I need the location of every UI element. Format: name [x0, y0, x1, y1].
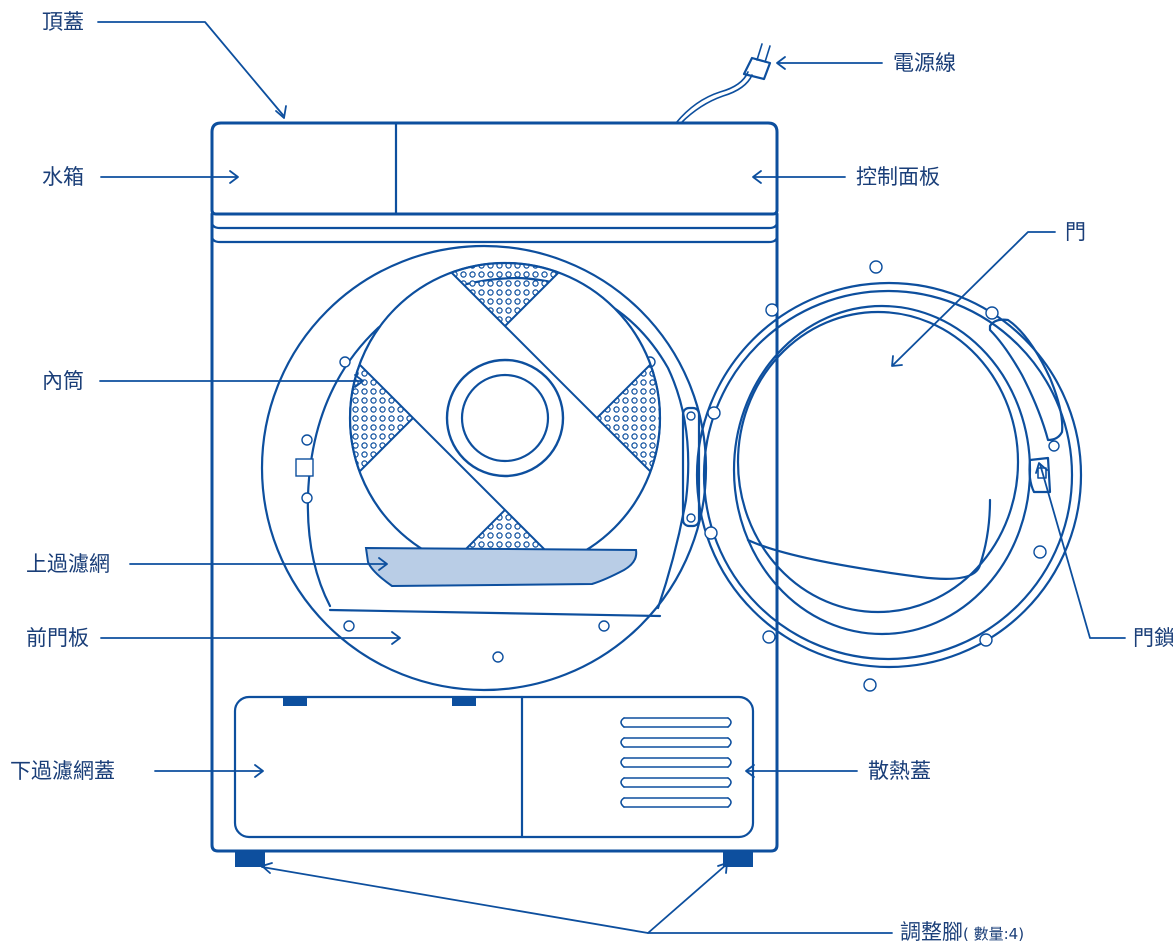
- top-cover: [210, 121, 779, 216]
- power-cord: [675, 43, 772, 124]
- label-drum: 內筒: [42, 369, 84, 393]
- vent-slots: [620, 717, 732, 808]
- label-lower-filter-cover: 下過濾網蓋: [10, 759, 115, 783]
- bottom-covers: [233, 695, 755, 839]
- adjustable-foot-left: [235, 851, 265, 867]
- label-water-tank: 水箱: [42, 165, 84, 189]
- door: [681, 260, 1083, 692]
- label-adjustable-feet: 調整腳( 數量:4): [900, 920, 1024, 946]
- label-door: 門: [1065, 220, 1086, 244]
- panel-line-1: [210, 220, 779, 230]
- leader-lines: [97, 21, 1126, 934]
- panel-line-2: [210, 234, 779, 244]
- dryer-body: [210, 121, 779, 853]
- cabinet: [210, 212, 779, 853]
- label-power-cord: 電源線: [893, 51, 956, 75]
- label-heat-cover: 散熱蓋: [868, 759, 931, 783]
- label-control-panel: 控制面板: [856, 165, 940, 189]
- label-front-panel: 前門板: [26, 626, 89, 650]
- label-top-cover: 頂蓋: [42, 10, 84, 34]
- upper-filter: [364, 546, 638, 588]
- label-door-lock: 門鎖: [1133, 626, 1173, 650]
- label-upper-filter: 上過濾網: [26, 552, 110, 576]
- label-adjustable-feet-count: ( 數量:4): [963, 925, 1025, 943]
- adjustable-foot-right: [723, 851, 753, 867]
- label-adjustable-feet-text: 調整腳: [900, 920, 963, 944]
